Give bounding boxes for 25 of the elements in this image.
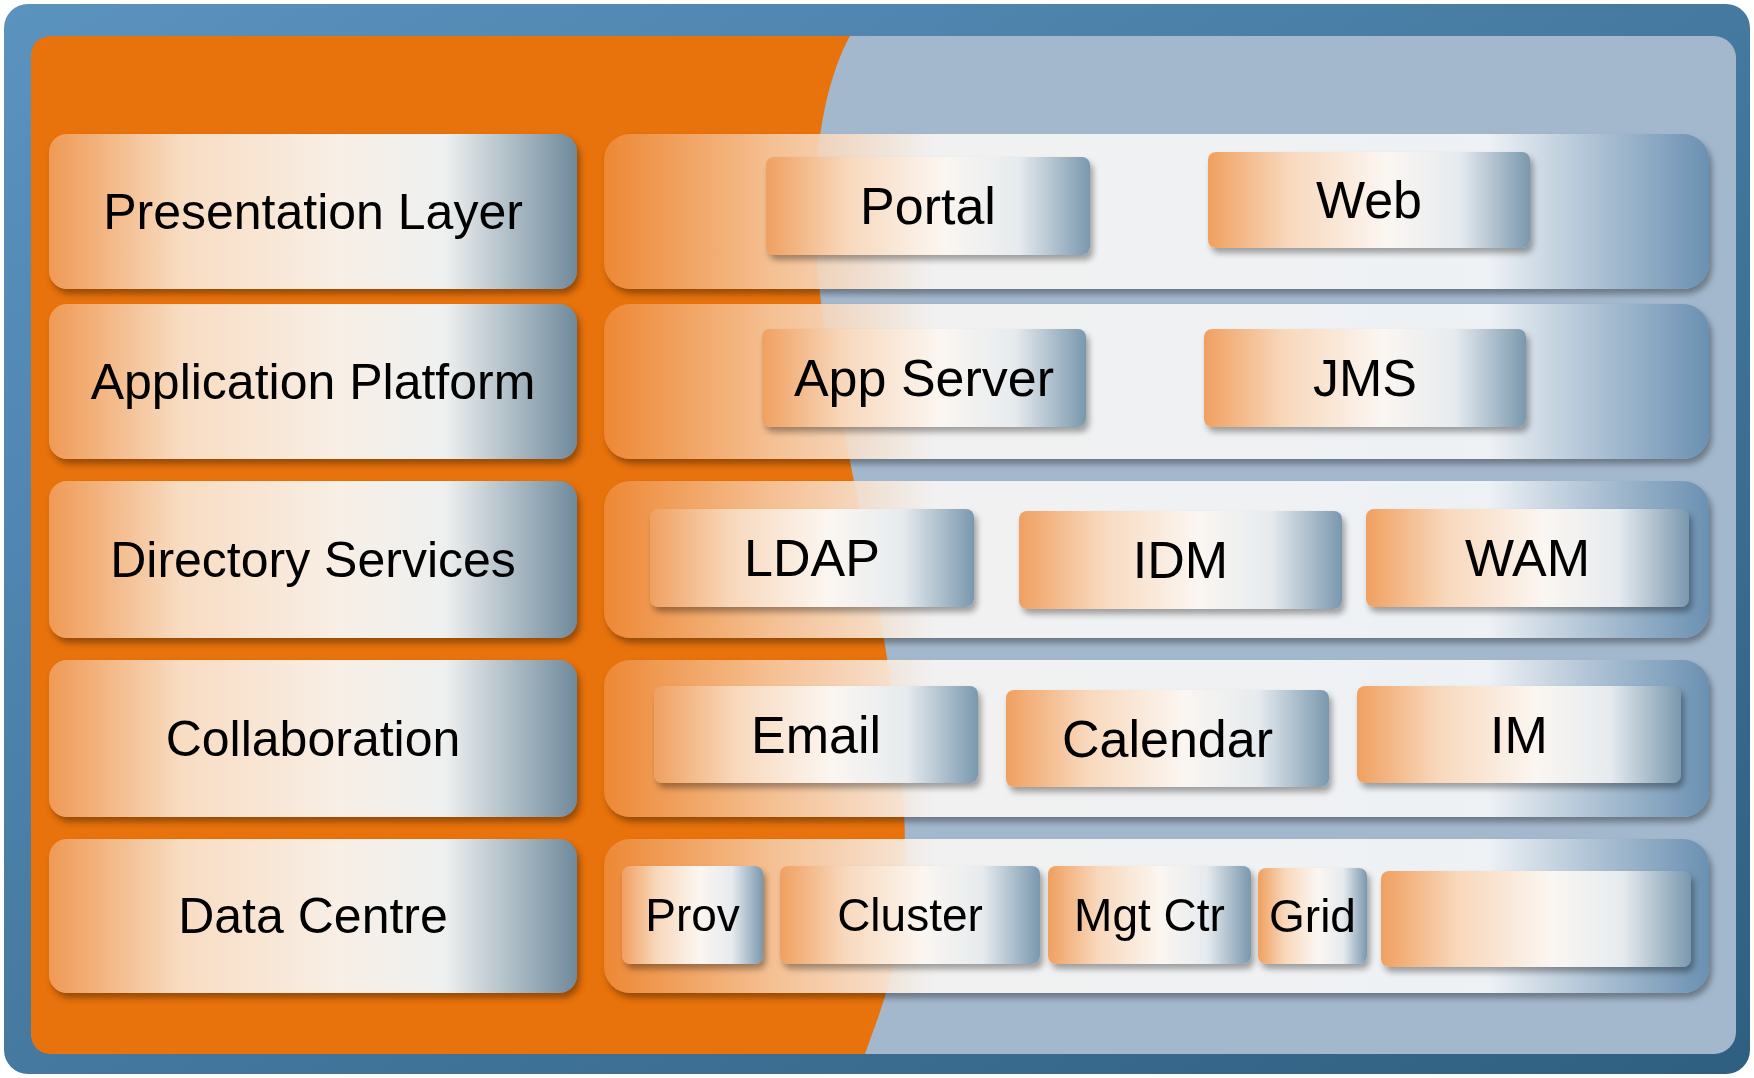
component-box: Grid [1258,868,1367,964]
component-box [1381,871,1691,967]
layer-label: Data Centre [49,839,577,993]
component-box: Portal [766,157,1090,255]
component-box: App Server [762,329,1086,427]
component-box: WAM [1366,509,1689,607]
layer-panel [604,839,1709,993]
component-box: IM [1357,686,1681,783]
component-box: Calendar [1006,690,1329,787]
layer-label: Presentation Layer [49,134,577,289]
component-box: LDAP [650,509,974,607]
layer-panel [604,660,1709,817]
component-box: Cluster [780,866,1040,964]
component-box: Mgt Ctr [1048,866,1251,964]
layer-panel [604,134,1709,289]
component-box: IDM [1019,511,1342,609]
component-box: Web [1208,152,1530,248]
component-box: JMS [1204,329,1526,427]
component-box: Email [654,686,978,783]
layer-panel [604,481,1709,638]
layer-label: Directory Services [49,481,577,638]
layer-label: Collaboration [49,660,577,817]
component-box: Prov [622,866,763,964]
layer-panel [604,304,1709,459]
layer-label: Application Platform [49,304,577,459]
